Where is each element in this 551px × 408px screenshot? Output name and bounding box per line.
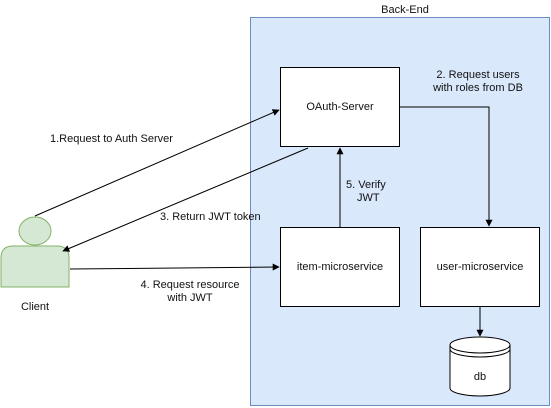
user-microservice-label: user-microservice [436,261,524,273]
edge-label-request-resource-line1: 4. Request resource [140,279,240,291]
edge-label-request-users-line1: 2. Request users [436,69,520,81]
item-microservice-node[interactable]: item-microservice [280,227,400,307]
client-label: Client [20,301,50,313]
edge-label-verify-jwt: 5. Verify JWT [346,179,386,205]
edge-label-request-resource: 4. Request resource with JWT [130,279,250,305]
db-label: db [473,371,487,383]
edge-label-request-users: 2. Request users with roles from DB [418,69,538,95]
user-microservice-node[interactable]: user-microservice [420,227,540,307]
client-actor-icon[interactable] [0,216,70,288]
edge-label-verify-jwt-line2: JWT [357,192,380,204]
edge-label-verify-jwt-line1: 5. Verify [346,179,386,191]
edge-label-return-jwt: 3. Return JWT token [160,211,261,223]
edge-request-auth [34,109,280,217]
edge-request-resource [69,263,280,271]
edge-label-request-users-line2: with roles from DB [433,82,523,94]
oauth-server-label: OAuth-Server [306,101,374,113]
edge-label-request-auth: 1.Request to Auth Server [50,133,173,145]
item-microservice-label: item-microservice [296,261,384,273]
edge-label-request-resource-line2: with JWT [167,292,213,304]
oauth-server-node[interactable]: OAuth-Server [280,67,400,147]
backend-title: Back-End [381,4,429,16]
db-cylinder-icon[interactable] [449,336,511,397]
edge-request-users [400,106,493,227]
edge-return-jwt [62,147,309,252]
